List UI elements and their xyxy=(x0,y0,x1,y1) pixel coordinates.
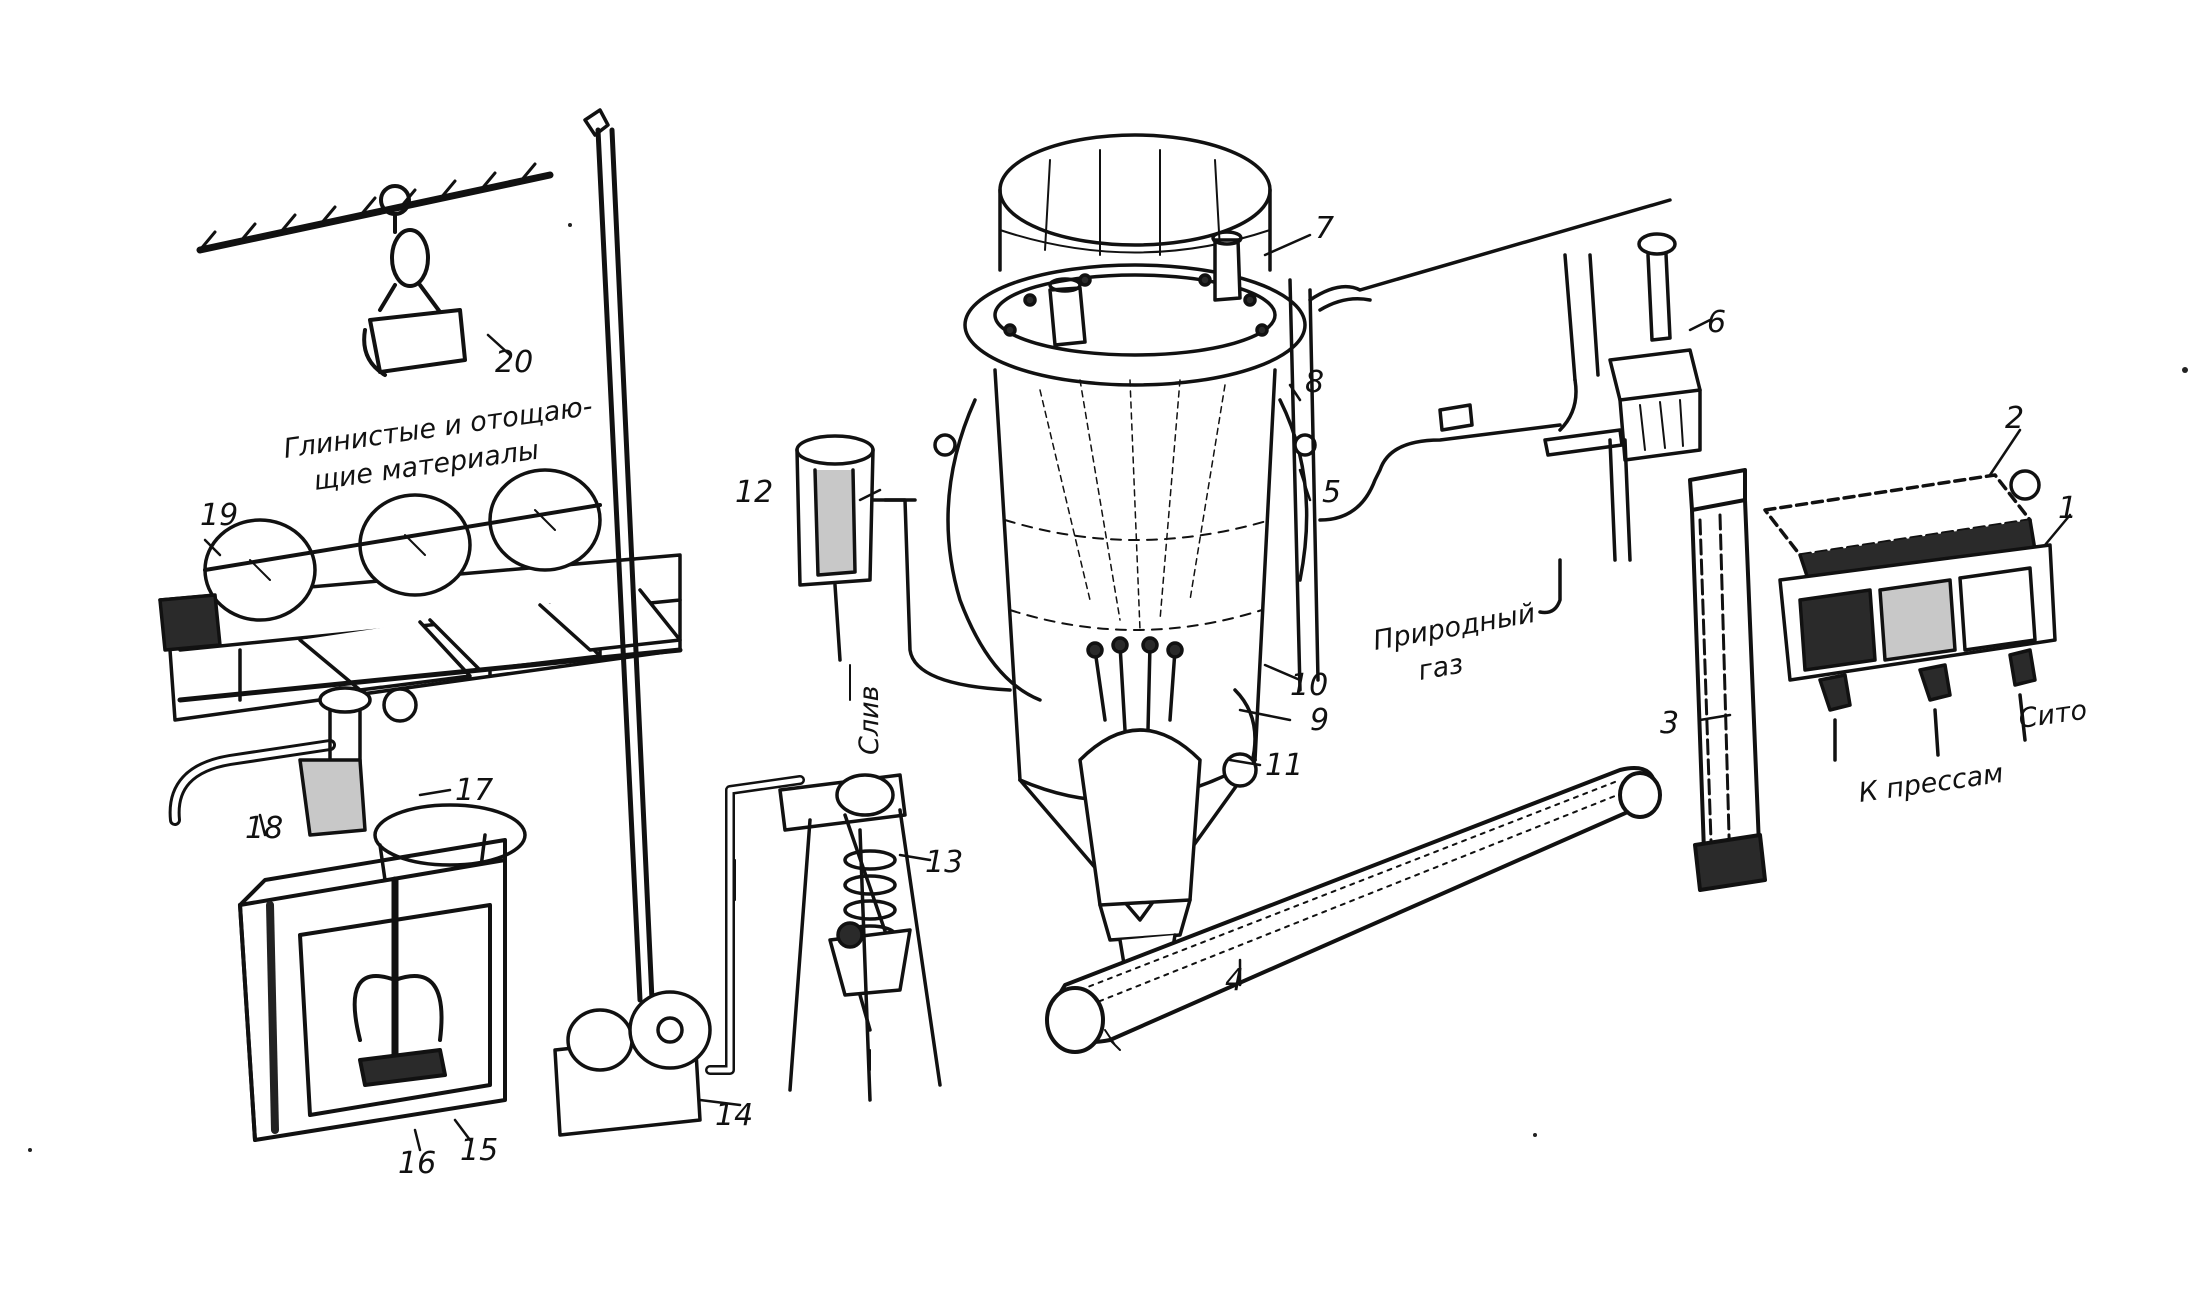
label-2: 2 xyxy=(2005,401,2024,436)
mixer-tank-15-16 xyxy=(238,838,507,1142)
separator-13 xyxy=(778,773,942,1102)
caption-natural-gas-2: газ xyxy=(1416,649,1466,687)
scan-specks xyxy=(28,223,2188,1152)
label-11: 11 xyxy=(1265,748,1303,783)
label-20: 20 xyxy=(495,345,533,380)
label-5: 5 xyxy=(1322,475,1341,510)
caption-to-presses: К прессам xyxy=(1857,758,2006,809)
label-16: 16 xyxy=(398,1146,436,1181)
gas-line-6 xyxy=(1308,198,1702,615)
crushers-19 xyxy=(158,468,683,722)
bucket-elevator-3 xyxy=(1688,468,1767,892)
number-labels: 1 2 3 4 5 6 7 8 9 10 11 12 13 14 15 16 1… xyxy=(200,211,2077,1181)
collector-12 xyxy=(795,434,1012,701)
label-12: 12 xyxy=(735,475,773,510)
label-18: 18 xyxy=(245,811,283,846)
caption-natural-gas-1: Природный xyxy=(1371,598,1538,657)
label-19: 19 xyxy=(200,498,238,533)
label-4: 4 xyxy=(1225,963,1244,998)
sieve-units-1-2 xyxy=(1763,469,2057,762)
label-3: 3 xyxy=(1660,706,1679,741)
crane-grab-20 xyxy=(196,162,554,377)
leader-lines xyxy=(203,233,2072,1152)
label-14: 14 xyxy=(715,1098,753,1133)
caption-sieve: Сито xyxy=(2017,695,2089,735)
label-6: 6 xyxy=(1707,305,1726,340)
belt-conveyor-4 xyxy=(1045,766,1662,1054)
label-7: 7 xyxy=(1315,211,1334,246)
slurry-pump-14 xyxy=(553,108,805,1137)
label-13: 13 xyxy=(925,845,963,880)
caption-drain: Слив xyxy=(854,685,885,755)
label-8: 8 xyxy=(1305,365,1324,400)
label-9: 9 xyxy=(1310,703,1329,738)
spray-dryer-tower xyxy=(933,133,1320,972)
valve-assembly-17-18 xyxy=(168,686,527,882)
label-10: 10 xyxy=(1290,668,1328,703)
label-1: 1 xyxy=(2058,491,2077,526)
label-15: 15 xyxy=(460,1133,498,1168)
label-17: 17 xyxy=(455,773,493,808)
